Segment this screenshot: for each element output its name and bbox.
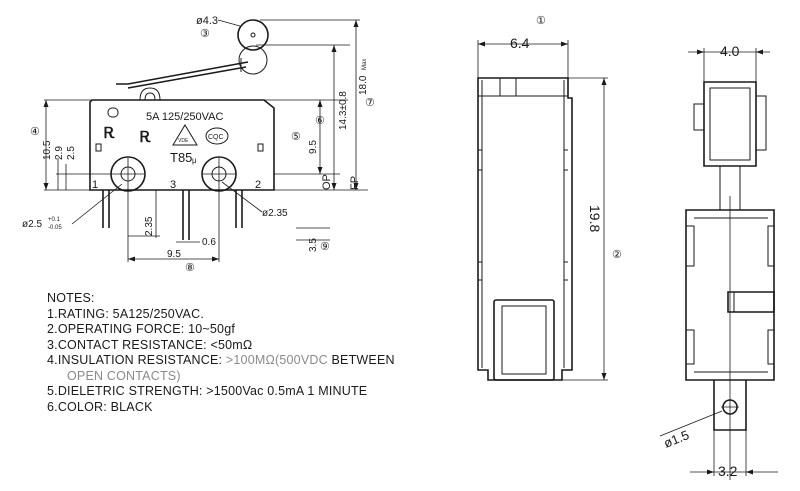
svg-text:OP: OP [321,174,333,190]
vde-mark: VDE [172,124,198,146]
mounting-hole-right [201,156,237,192]
svg-text:18.0: 18.0 [358,75,369,95]
svg-text:⑥: ⑥ [315,115,325,127]
terminal-3-label: 3 [170,179,176,191]
bottom-dimensions: ø2.5 +0.1 -0.05 ø2.35 2.35 0.6 9.5 ⑧ 3.5… [22,181,330,274]
height-dimensions: ④ 10.5 2.9 2.5 [30,99,112,191]
note-insulation-resistance-cont: OPEN CONTACTS) [67,368,181,383]
svg-text:⑦: ⑦ [365,97,375,109]
roller-diameter-dimension: ø4.3 ③ [196,15,241,40]
end-view: 4.0 ø1.5 [659,43,778,480]
svg-text:FP: FP [349,176,361,190]
note-rating: 1.RATING: 5A125/250VAC. [47,306,204,321]
svg-text:⑧: ⑧ [185,262,195,274]
end-width-dimension: 4.0 [688,43,770,82]
svg-text:VDE: VDE [178,138,189,144]
hole-diameter-label: ø2.5 [22,219,42,230]
svg-text:③: ③ [200,28,210,40]
roller-lever [116,19,269,101]
svg-text:3.5: 3.5 [308,238,319,252]
note-dielectric-strength: 5.DIELETRIC STRENGTH: >1500Vac 0.5mA 1 M… [47,384,368,398]
svg-text:9.5: 9.5 [308,140,319,154]
rating-label: 5A 125/250VAC [146,111,224,123]
cul-mark: Ꭱ [140,129,151,146]
svg-text:0.6: 0.6 [202,237,216,248]
front-length-label: 19.8 [587,205,603,232]
svg-text:-0.05: -0.05 [48,225,62,231]
svg-text:14.3±0.8: 14.3±0.8 [338,91,349,130]
terminal-tab [713,380,747,431]
svg-text:2.5: 2.5 [66,146,77,160]
svg-text:9.5: 9.5 [167,249,181,260]
cqc-mark: CQC [205,127,229,145]
notes-block: NOTES: 1.RATING: 5A125/250VAC. 2.OPERATI… [47,291,395,415]
front-ref-label: ① [536,15,546,27]
terminal-2-label: 2 [255,179,261,191]
svg-text:2.9: 2.9 [54,146,65,160]
note-insulation-resistance: 4.INSULATION RESISTANCE: >100MΩ(500VDC B… [47,353,395,367]
side-view: 5A 125/250VAC Ꭱ Ꭱ VDE CQC T85 μ 1 3 2 ø4… [22,15,375,274]
notes-title: NOTES: [47,291,95,305]
mounting-hole-left [110,156,146,192]
front-roller [493,299,555,381]
pin-hole-label: ø2.35 [262,208,288,219]
note-operating-force: 2.OPERATING FORCE: 10~50gf [47,322,236,336]
front-length-dimension: 19.8 ② [562,77,622,381]
tab-hole-dimension: ø1.5 [659,410,723,451]
front-width-label: 6.4 [510,35,530,51]
note-contact-resistance: 3.CONTACT RESISTANCE: <50mΩ [47,337,253,352]
model-label: T85 [170,150,192,165]
terminal-1-label: 1 [92,179,98,191]
end-body [685,209,775,381]
front-length-ref: ② [612,249,622,261]
right-dimensions: ⑤ 9.5 ⑥ 14.3±0.8 18.0 Max ⑦ OP FP [240,19,375,191]
tab-hole-label: ø1.5 [662,427,692,451]
svg-text:10.5: 10.5 [42,140,53,160]
svg-text:+0.1: +0.1 [48,217,61,223]
svg-text:CQC: CQC [208,134,224,141]
tab-width-dimension: 3.2 [690,430,778,479]
svg-text:⑤: ⑤ [291,131,301,143]
end-width-label: 4.0 [720,43,740,59]
front-width-dimension: ① 6.4 [477,15,569,78]
svg-text:④: ④ [30,126,40,138]
ul-mark: Ꭱ [104,125,115,142]
svg-text:⑨: ⑨ [320,241,330,253]
tab-width-label: 3.2 [718,463,738,479]
model-suffix: μ [192,156,197,165]
svg-text:ø4.3: ø4.3 [196,15,218,27]
note-color: 6.COLOR: BLACK [47,399,153,414]
front-body [477,77,573,381]
svg-text:2.35: 2.35 [144,216,155,236]
front-view: ① 6.4 19.8 ② [477,15,622,381]
svg-text:Max: Max [362,59,368,70]
terminal-pins [102,190,243,240]
